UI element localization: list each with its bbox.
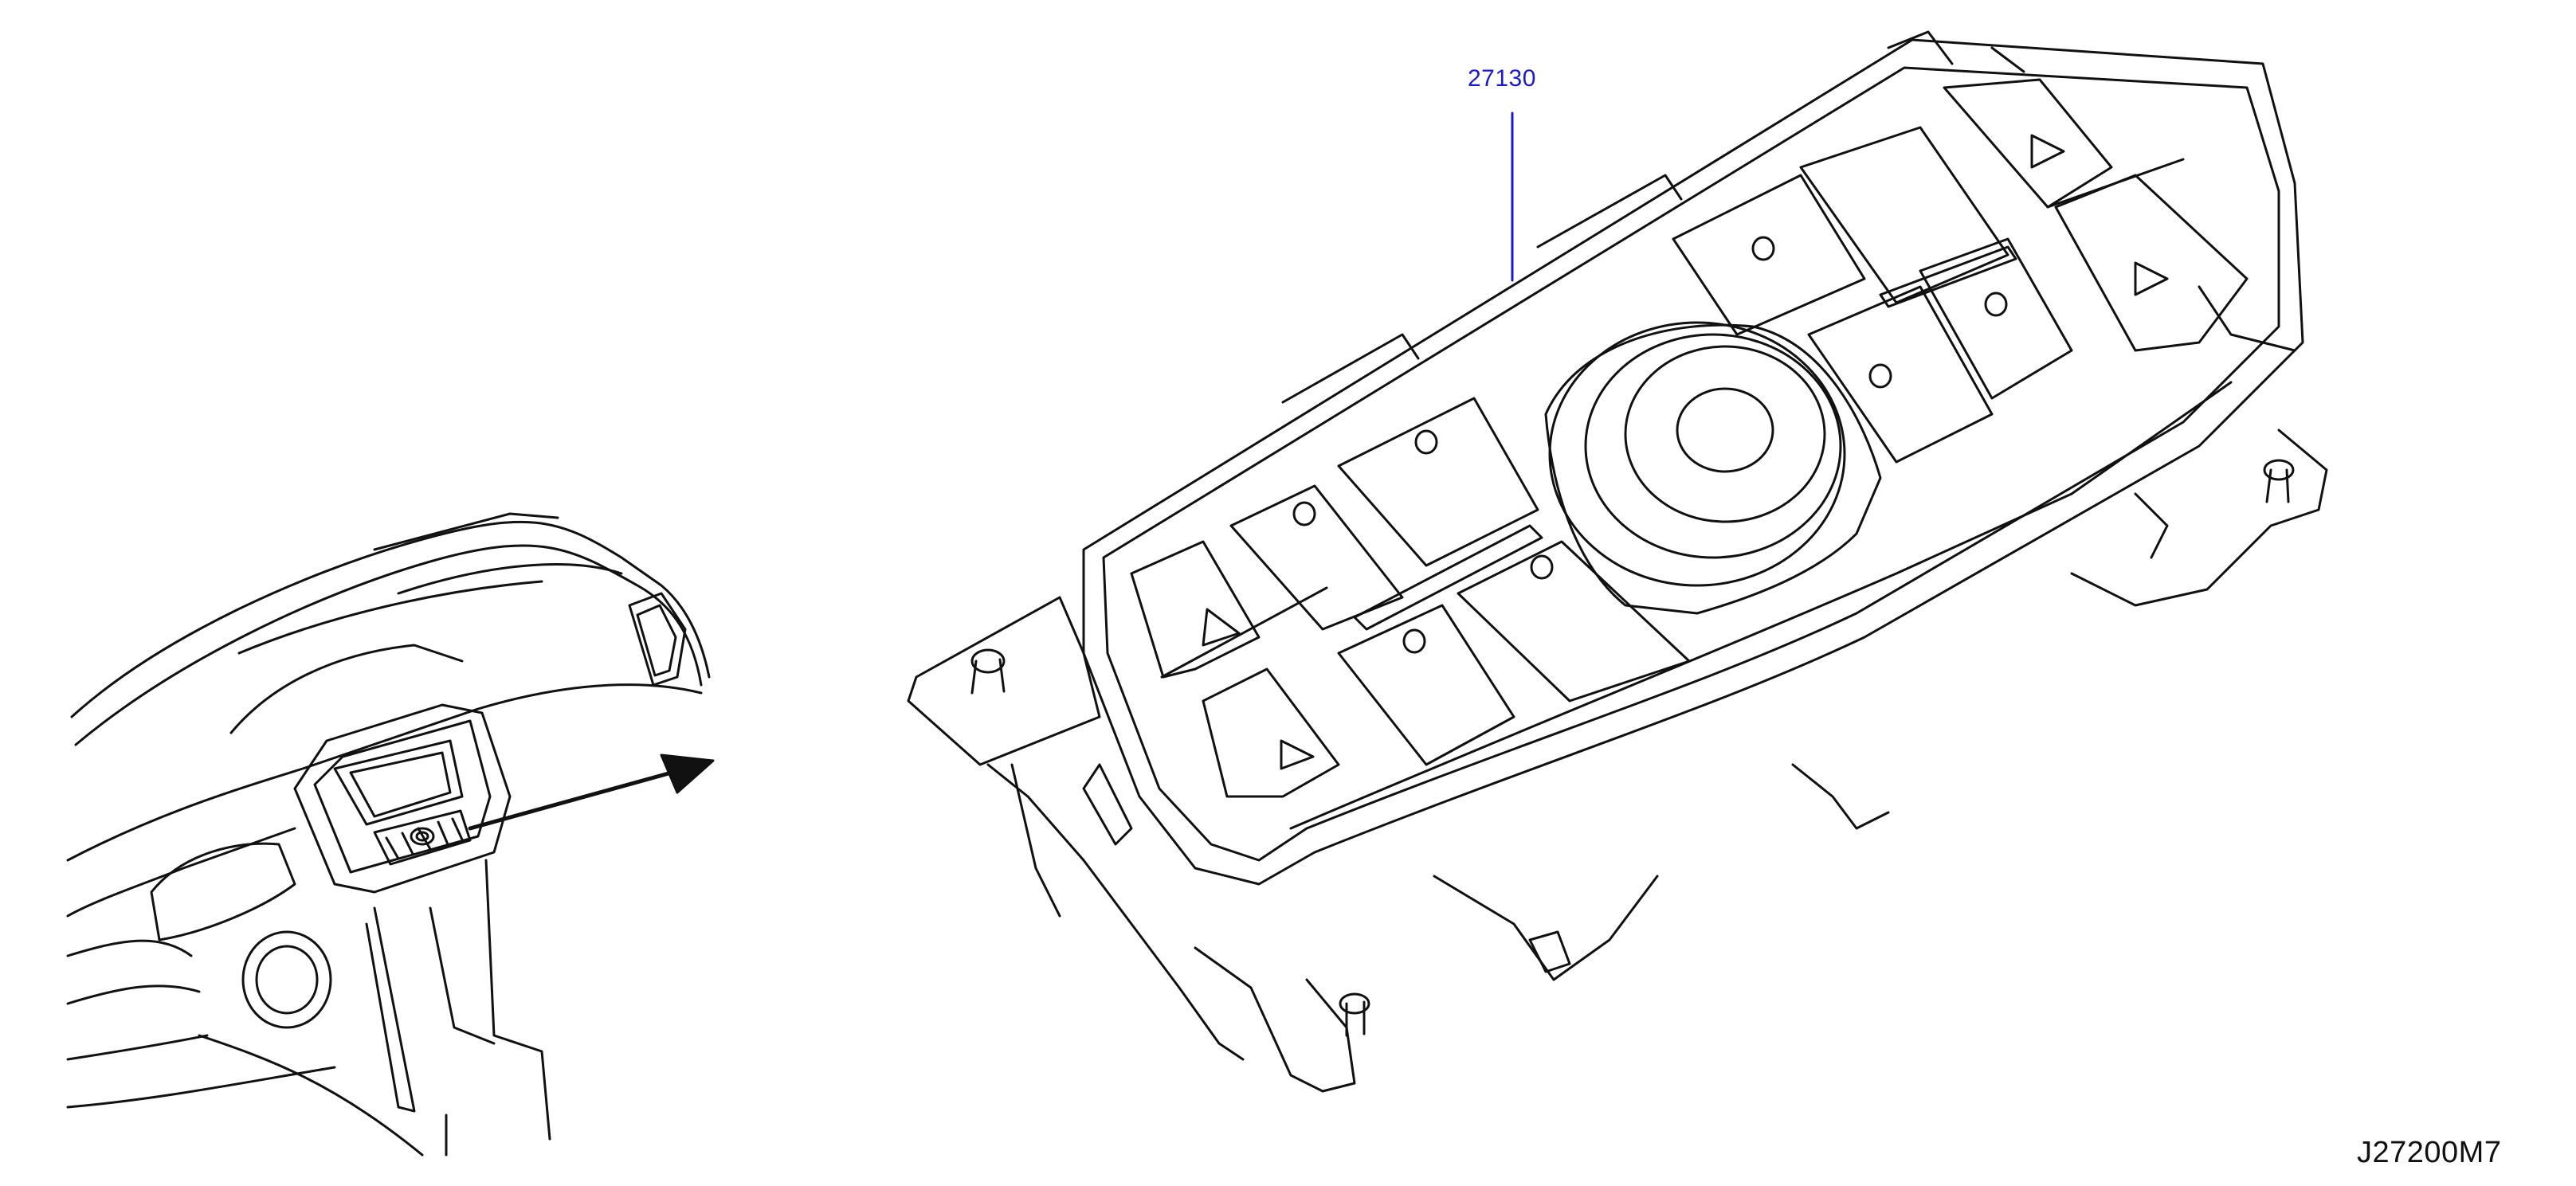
round-button-icon: [1868, 363, 1892, 389]
callout-part-number: 27130: [1468, 65, 1536, 92]
diagram-code: J27200M7: [2357, 1136, 2502, 1169]
triangle-down-icon: [2134, 261, 2169, 296]
triangle-button-icons: [1202, 134, 2169, 770]
round-button-icons: [1292, 236, 2008, 654]
round-button-icon: [1414, 429, 1438, 455]
triangle-up-icon: [2030, 134, 2065, 169]
round-button-icon: [1530, 554, 1554, 580]
triangle-up-icon: [1202, 608, 1241, 647]
round-button-icon: [1984, 292, 2008, 317]
round-button-icon: [1402, 628, 1426, 654]
round-button-icon: [1292, 501, 1316, 526]
controller-unit: [907, 30, 2328, 1093]
round-button-icon: [1751, 236, 1775, 261]
dashboard-location-view: [66, 512, 715, 1157]
triangle-down-icon: [1280, 739, 1315, 770]
